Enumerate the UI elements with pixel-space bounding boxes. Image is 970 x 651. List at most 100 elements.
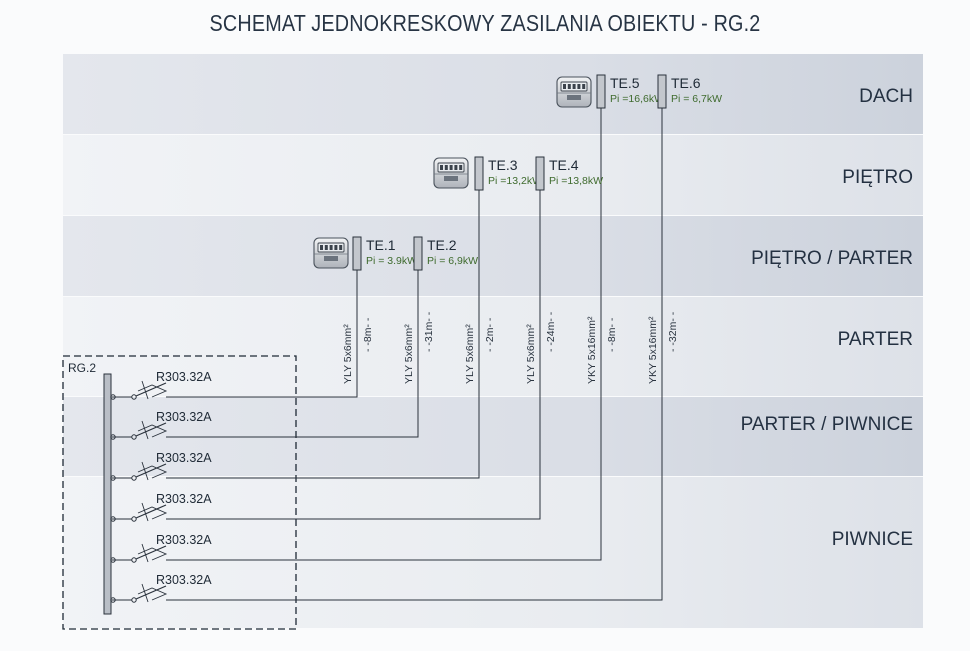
switchboard-label: RG.2 [68, 361, 96, 375]
breaker-contact [131, 434, 137, 440]
breaker: R303.32A [110, 370, 212, 400]
meter-digit [440, 165, 443, 170]
breaker-switch-blade [135, 504, 167, 519]
cable-length-label: - -31m- - [423, 311, 435, 352]
feeder-cable [166, 270, 358, 398]
floor-label-pietro: PIĘTRO [842, 167, 913, 188]
breaker-tick [141, 502, 149, 522]
panel-power: Pi =16,6kW [610, 93, 664, 105]
breaker-tick [141, 583, 149, 603]
breaker: R303.32A [110, 492, 212, 522]
panel-te1: TE.1 Pi = 3.9kW [352, 236, 417, 271]
panel-power: Pi =13,2kW [488, 175, 542, 187]
panel-te6: TE.6Pi = 6,7kW [657, 74, 722, 109]
feeder-cable [166, 190, 541, 520]
panel-power: Pi = 3.9kW [366, 255, 417, 267]
breaker-label: R303.32A [156, 370, 212, 384]
breaker-switch-blade [135, 422, 167, 437]
breaker-trip-mark [137, 424, 168, 438]
breaker-label: R303.32A [156, 492, 212, 506]
meter-digit [567, 84, 571, 89]
panel-te3: TE.3 Pi =13,2kW [474, 156, 542, 191]
breaker-label: R303.32A [156, 573, 212, 587]
breaker-contact [131, 394, 137, 400]
meter-body [433, 157, 469, 189]
meter-digit [444, 165, 448, 170]
panel-box [352, 236, 362, 271]
breaker-trip-mark [137, 465, 168, 479]
floor-band-pietro [63, 135, 923, 215]
cable-type-label: YKY 5x16mm² [586, 316, 598, 384]
meter-digit [577, 84, 581, 89]
meter-digit [334, 245, 338, 250]
meter-digit [572, 84, 576, 89]
cable-length-label: - -32m- - [667, 311, 679, 352]
panel-name: TE.5 [610, 75, 640, 91]
cables [166, 108, 663, 601]
meter-digit [320, 245, 323, 250]
breaker: R303.32A [110, 451, 212, 481]
cable-type-label: YKY 5x16mm² [647, 316, 659, 384]
distribution-panels: TE.1 Pi = 3.9kW TE.2 Pi = 6,9kW TE.3 Pi =13,2… [352, 74, 722, 271]
breaker: R303.32A [110, 573, 212, 603]
breaker-contact [131, 597, 137, 603]
floor-band-piwnice [63, 477, 923, 628]
cable-type-label: YLY 5x6mm² [464, 324, 476, 384]
breaker-switch-blade [135, 545, 167, 560]
meter-terminal [444, 176, 458, 181]
breaker-contact [131, 475, 137, 481]
feeder-cable [166, 108, 663, 601]
breaker-tick [141, 380, 149, 400]
panel-name: TE.3 [488, 157, 518, 173]
floor-band-parter [63, 297, 923, 396]
meter-body [313, 237, 349, 269]
meter-terminal [324, 256, 338, 261]
breaker-switch-blade [135, 463, 167, 478]
meter-digit [329, 245, 333, 250]
panel-name: TE.1 [366, 237, 396, 253]
panel-name: TE.2 [427, 237, 457, 253]
switchboard-rg2: RG.2 [62, 355, 297, 630]
breaker-trip-mark [137, 587, 168, 601]
switchboard-frame [62, 355, 297, 630]
panel-power: Pi = 6,9kW [427, 255, 478, 267]
floor-bands [63, 54, 923, 628]
floor-band-dach [63, 54, 923, 134]
cable-length-label: - -2m- - [484, 317, 496, 352]
energy-meter-icon [556, 76, 592, 108]
meter-body [556, 76, 592, 108]
meter-digit [582, 84, 586, 89]
cable-type-label: YLY 5x6mm² [403, 324, 415, 384]
energy-meters [313, 76, 592, 269]
panel-te5: TE.5 Pi =16,6kW [596, 74, 664, 109]
floor-label-parter: PARTER [838, 329, 913, 350]
panel-power: Pi = 6,7kW [671, 93, 722, 105]
cable-length-label: - -8m- - [362, 317, 374, 352]
cable-type-label: YLY 5x6mm² [342, 324, 354, 384]
breaker-label: R303.32A [156, 533, 212, 547]
breakers: R303.32A R303.32A R303.32A R303.32A R303.32A… [110, 370, 212, 603]
meter-digit [454, 165, 458, 170]
breaker: R303.32A [110, 410, 212, 440]
panel-box [535, 156, 545, 191]
breaker-trip-mark [137, 547, 168, 561]
breaker-trip-mark [137, 384, 168, 398]
cable-type-label: YLY 5x6mm² [525, 324, 537, 384]
panel-te2: TE.2 Pi = 6,9kW [413, 236, 478, 271]
breaker-switch-blade [135, 585, 167, 600]
breaker-tick [141, 420, 149, 440]
cable-labels: YLY 5x6mm² - -8m- - YLY 5x6mm² - -31m- - YLY… [342, 311, 679, 384]
meter-terminal [567, 95, 581, 100]
breaker-switch-blade [135, 382, 167, 397]
floor-labels: DACH PIĘTRO PIĘTRO / PARTER PARTER PARTE… [741, 86, 913, 550]
breaker-label: R303.32A [156, 410, 212, 424]
meter-digit [339, 245, 343, 250]
feeder-cable [166, 108, 602, 561]
cable-length-label: - -8m- - [606, 317, 618, 352]
floor-label-pietro-parter: PIĘTRO / PARTER [751, 248, 913, 269]
panel-box [596, 74, 606, 109]
feeder-cable [166, 190, 480, 479]
breaker-contact [131, 557, 137, 563]
breaker-label: R303.32A [156, 451, 212, 465]
